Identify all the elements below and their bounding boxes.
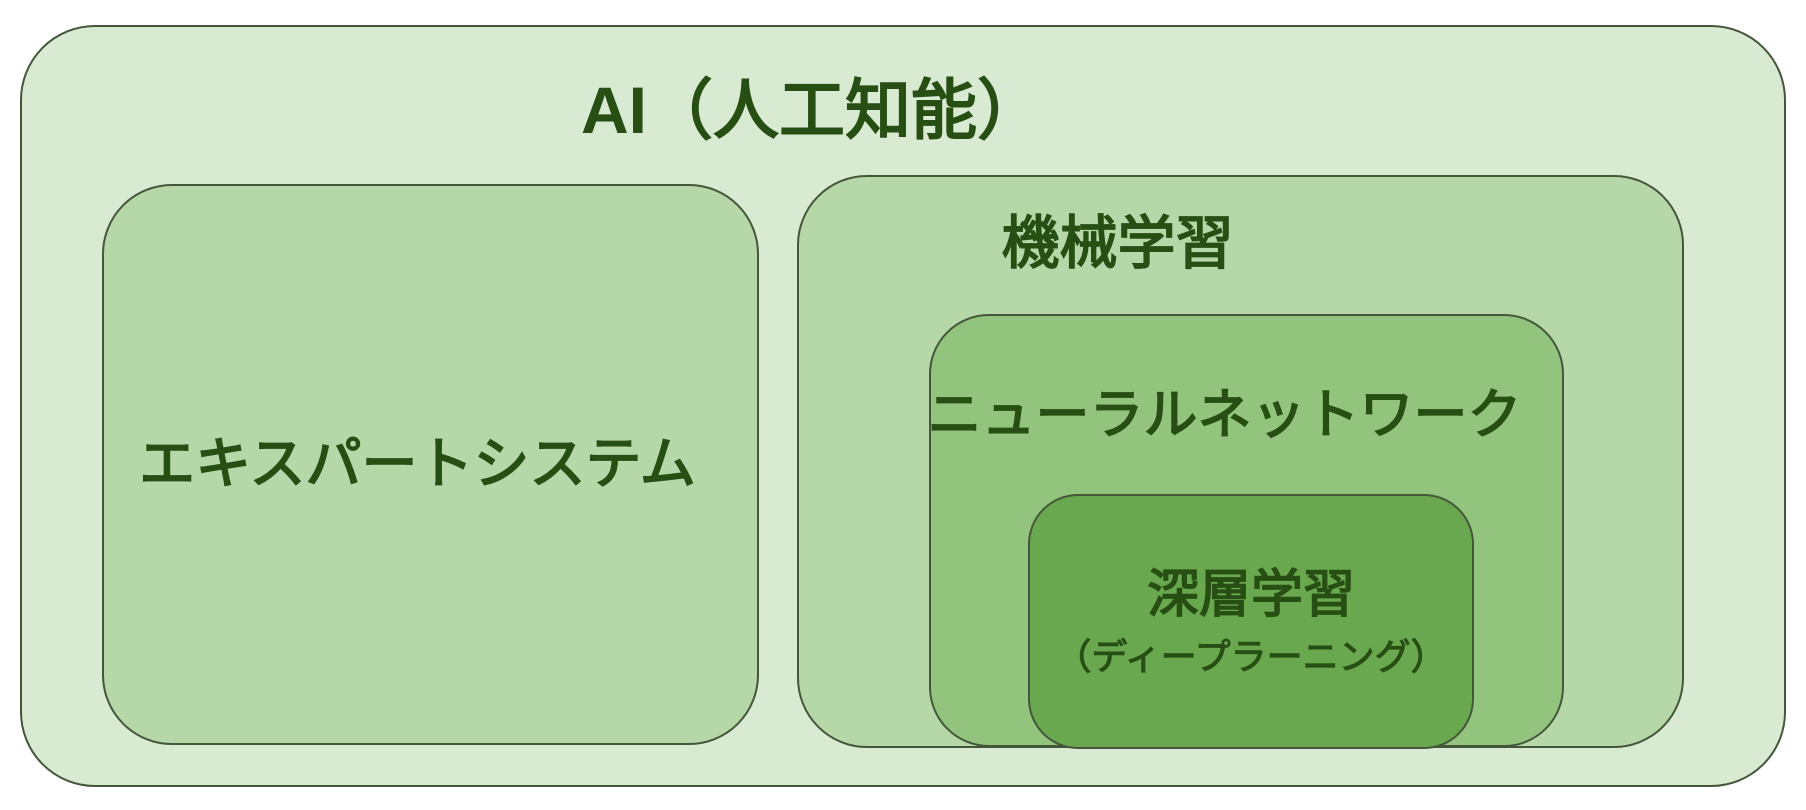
deep-learning-box: 深層学習 （ディープラーニング）: [1028, 494, 1474, 749]
expert-system-label: エキスパートシステム: [139, 432, 696, 496]
ai-title-label: AI（人工知能）: [581, 73, 1043, 147]
machine-learning-box: 機械学習 ニューラルネットワーク 深層学習 （ディープラーニング）: [797, 175, 1684, 749]
machine-learning-label: 機械学習: [1001, 211, 1234, 276]
neural-network-label: ニューラルネットワーク: [927, 385, 1522, 445]
expert-system-box: エキスパートシステム: [102, 184, 759, 745]
deep-learning-sublabel: （ディープラーニング）: [1055, 635, 1447, 677]
ai-box: AI（人工知能） エキスパートシステム 機械学習 ニューラルネットワーク 深層学…: [20, 25, 1786, 787]
deep-learning-label: 深層学習: [1146, 565, 1355, 624]
neural-network-box: ニューラルネットワーク 深層学習 （ディープラーニング）: [928, 314, 1564, 749]
